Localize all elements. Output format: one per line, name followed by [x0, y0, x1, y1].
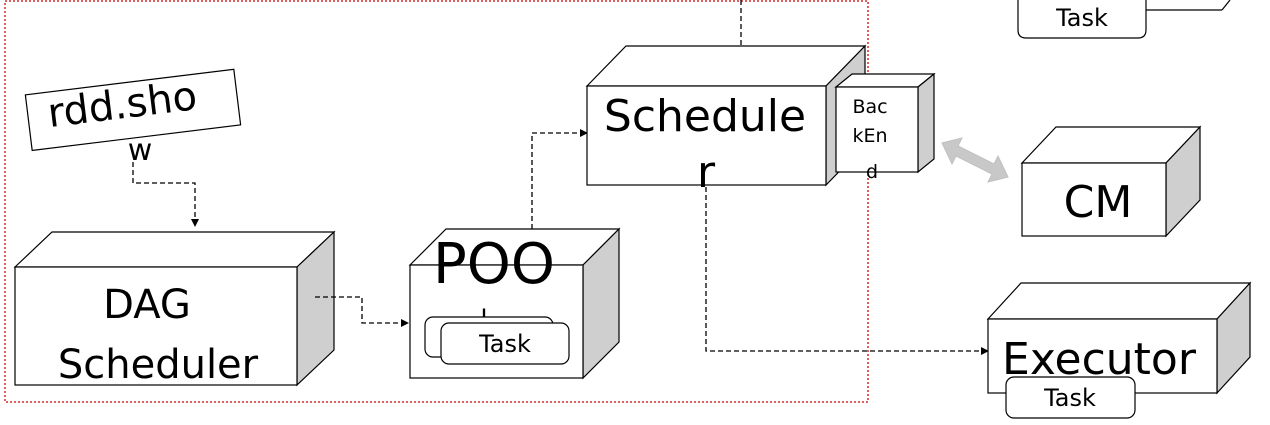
executor-task-box: [1005, 376, 1136, 419]
top-task-node: Task: [1017, 0, 1231, 39]
cm-label: CM: [1064, 177, 1133, 228]
executor-task-label: Task: [1043, 384, 1096, 412]
edge-scheduler-to-executor: [705, 187, 989, 355]
edge-rdd-to-dag: [132, 162, 199, 227]
pool-line1: POO: [433, 232, 555, 297]
backend-line2: kEn: [852, 125, 887, 147]
cm-node: CM: [1020, 125, 1202, 238]
pool-task-label: Task: [478, 330, 531, 358]
executor-node: Executor Task: [986, 281, 1252, 419]
pool-task-front: [440, 322, 570, 365]
dag-scheduler-line1: DAG: [103, 282, 191, 328]
pool-node: POO l Task: [408, 227, 621, 380]
backend-line3: d: [866, 161, 878, 183]
edge-pool-to-scheduler: [531, 129, 588, 229]
backend-node: Bac kEn d: [834, 72, 936, 183]
dag-scheduler-node: DAG Scheduler: [13, 230, 336, 388]
dag-scheduler-line2: Scheduler: [58, 342, 259, 388]
top-task-label: Task: [1055, 4, 1108, 32]
backend-line1: Bac: [852, 96, 887, 118]
scheduler-line2: r: [697, 147, 716, 198]
backend-cm-double-arrow: [941, 137, 1009, 183]
scheduler-line1: Schedule: [604, 91, 806, 142]
edge-dag-to-pool: [315, 296, 409, 327]
scheduler-node: Schedule r: [585, 44, 867, 198]
rdd-show-line2: w: [128, 133, 153, 168]
